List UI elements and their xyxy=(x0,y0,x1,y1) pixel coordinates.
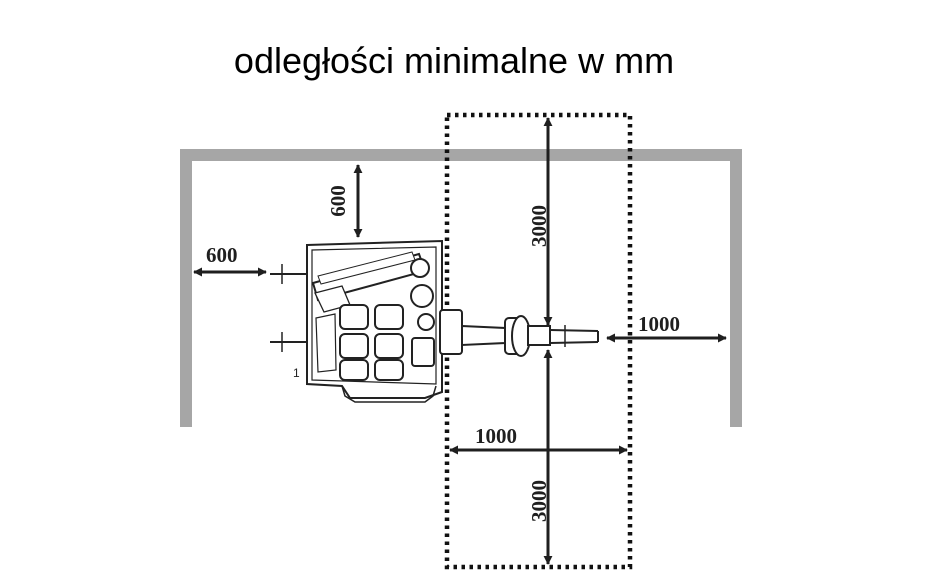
wheel-shaft xyxy=(439,309,599,357)
machine-label: 1 xyxy=(293,366,300,380)
upper-zone-label: 3000 xyxy=(527,205,551,247)
top-clearance-label: 600 xyxy=(326,185,350,217)
zone-width-label: 1000 xyxy=(475,424,517,448)
diagram-title: odległości minimalne w mm xyxy=(233,40,675,81)
left-clearance-label: 600 xyxy=(206,243,238,267)
machine-body xyxy=(270,239,443,403)
wall-outline xyxy=(180,149,742,427)
right-clearance-label: 1000 xyxy=(638,312,680,336)
lower-zone-label: 3000 xyxy=(527,480,551,522)
